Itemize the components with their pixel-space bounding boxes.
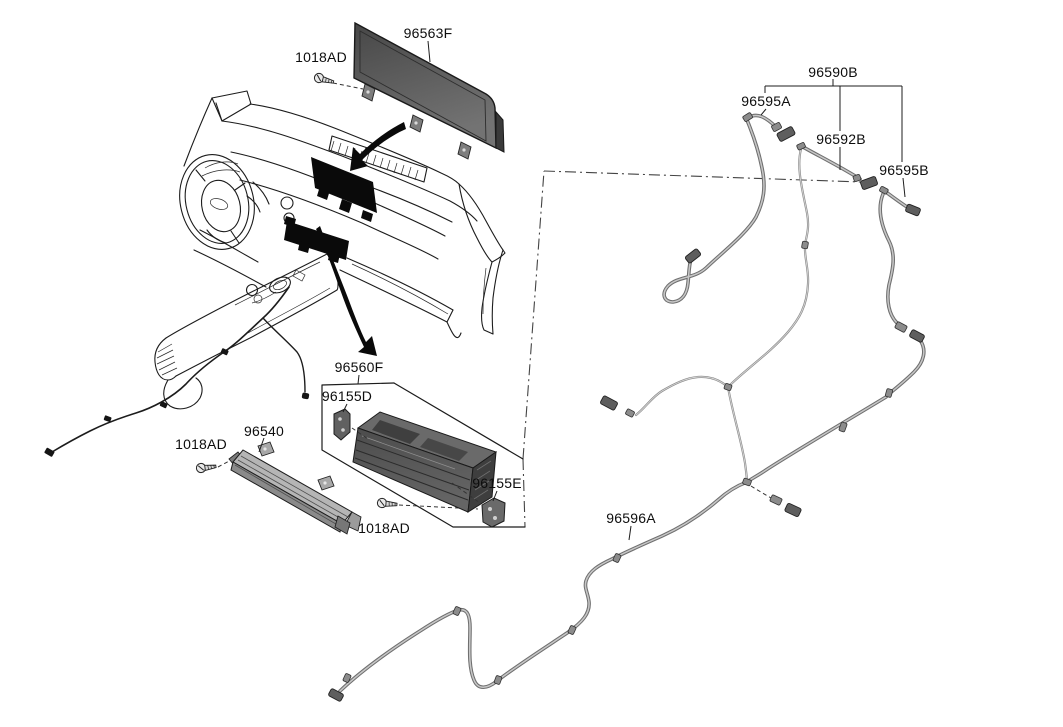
control-unit-96540: [228, 441, 362, 535]
part-label-96540: 96540: [244, 423, 284, 439]
bracket-96155e: [481, 497, 506, 528]
bracket-96155d: [333, 408, 351, 441]
display-opening-black: [311, 157, 377, 222]
callout-leader-lines: [258, 40, 906, 541]
console-wiring-harness: [44, 286, 310, 457]
antenna-cable-96592b: [600, 142, 878, 484]
part-label-96560f: 96560F: [334, 359, 384, 375]
steering-wheel: [179, 154, 270, 250]
part-label-1018ad-bottom: 1018AD: [358, 520, 410, 536]
install-arrow-display: [350, 122, 406, 171]
antenna-cable-96595b: [745, 186, 926, 484]
screw-1018ad-top: [312, 71, 336, 87]
part-label-96155e: 96155E: [472, 475, 522, 491]
part-label-96592b: 96592B: [816, 131, 866, 147]
screw-1018ad-bottom: [376, 497, 398, 510]
part-label-96563f: 96563F: [403, 25, 453, 41]
part-label-96595a: 96595A: [741, 93, 791, 109]
control-opening-black: [284, 216, 349, 263]
antenna-cable-96595a: [662, 112, 796, 304]
part-label-1018ad-top: 1018AD: [295, 49, 347, 65]
screw-1018ad-left: [195, 460, 217, 474]
head-unit-outline-box: [321, 382, 526, 528]
feeder-cable-96596a: [328, 477, 802, 702]
part-label-96155d: 96155D: [321, 388, 373, 404]
part-label-96596a: 96596A: [606, 510, 656, 526]
part-label-96590b: 96590B: [808, 64, 858, 80]
part-label-96595b: 96595B: [879, 162, 929, 178]
head-unit-96560f: [352, 411, 498, 513]
center-console: [154, 253, 339, 410]
display-panel-96563f: [353, 21, 505, 160]
dash-dot-leader-lines: [522, 170, 862, 528]
install-arrow-head-unit: [316, 226, 377, 356]
part-label-1018ad-left: 1018AD: [175, 436, 227, 452]
